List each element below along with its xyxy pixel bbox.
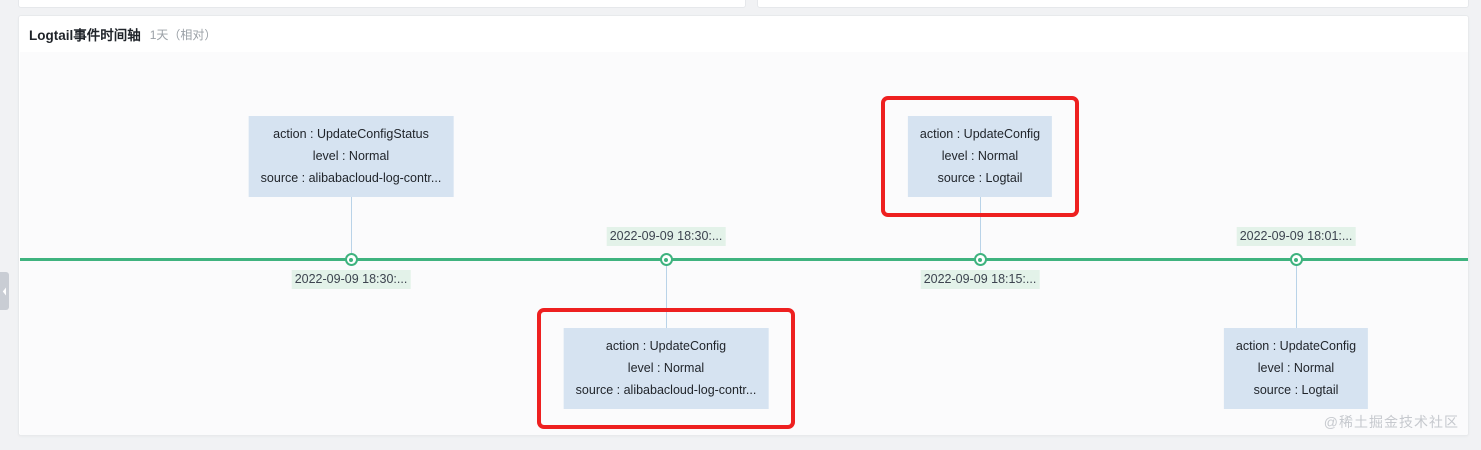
timeline-time-label: 2022-09-09 18:01:...	[1236, 227, 1356, 246]
panel-header: Logtail事件时间轴 1天（相对）	[19, 16, 1468, 52]
timeline-chart-body: action : UpdateConfigStatus level : Norma…	[20, 52, 1468, 435]
event-field-source: source : alibabacloud-log-contr...	[260, 171, 442, 185]
timeline-event-card[interactable]: action : UpdateConfig level : Normal sourc…	[907, 116, 1053, 197]
logtail-event-timeline-panel: Logtail事件时间轴 1天（相对） action : UpdateConfi…	[18, 15, 1469, 436]
timeline-node-marker[interactable]	[973, 253, 987, 266]
event-field-level: level : Normal	[1257, 361, 1335, 375]
event-field-action: action : UpdateConfigStatus	[273, 127, 429, 141]
event-field-action: action : UpdateConfig	[605, 339, 727, 353]
chevron-left-icon	[2, 287, 7, 296]
time-range-label: 1天（相对）	[149, 27, 217, 42]
timeline-event-card[interactable]: action : UpdateConfigStatus level : Norma…	[248, 116, 454, 197]
page-title: Logtail事件时间轴	[29, 28, 141, 43]
timeline-connector-stem	[665, 260, 667, 328]
timeline-node-marker[interactable]	[1289, 253, 1303, 266]
timeline-node-marker[interactable]	[344, 253, 358, 266]
event-field-action: action : UpdateConfig	[1235, 339, 1357, 353]
event-field-level: level : Normal	[941, 149, 1019, 163]
event-field-level: level : Normal	[627, 361, 705, 375]
event-field-source: source : alibabacloud-log-contr...	[575, 383, 757, 397]
timeline-axis	[20, 258, 1468, 261]
timeline-connector-stem	[979, 197, 981, 258]
timeline-time-label: 2022-09-09 18:30:...	[606, 227, 726, 246]
timeline-event-card[interactable]: action : UpdateConfig level : Normal sourc…	[563, 328, 769, 409]
timeline-connector-stem	[1295, 260, 1297, 328]
event-field-level: level : Normal	[312, 149, 390, 163]
timeline-connector-stem	[350, 197, 352, 258]
event-field-source: source : Logtail	[1253, 383, 1339, 397]
watermark: @稀土掘金技术社区	[1323, 414, 1459, 430]
adjacent-panel-left	[18, 0, 746, 8]
timeline-node-marker[interactable]	[659, 253, 673, 266]
sidebar-collapse-handle[interactable]	[0, 272, 9, 310]
timeline-event-card[interactable]: action : UpdateConfig level : Normal sourc…	[1223, 328, 1369, 409]
adjacent-panel-right	[757, 0, 1469, 8]
timeline-time-label: 2022-09-09 18:15:...	[920, 270, 1040, 289]
timeline-time-label: 2022-09-09 18:30:...	[291, 270, 411, 289]
event-field-action: action : UpdateConfig	[919, 127, 1041, 141]
event-field-source: source : Logtail	[937, 171, 1023, 185]
